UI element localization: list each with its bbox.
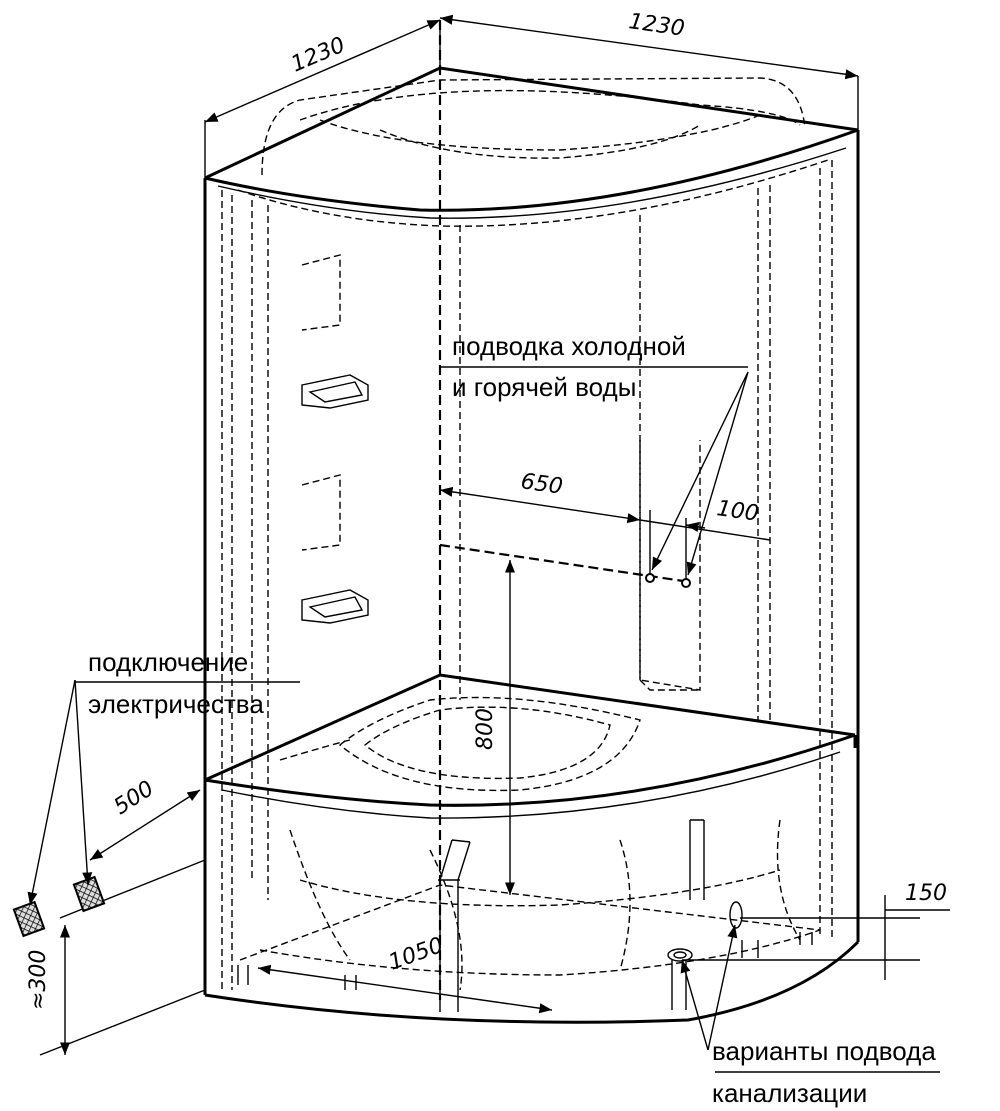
dimension-pipe-offset: 650 100 (439, 469, 771, 585)
dimension-socket-offset-label: 500 (110, 776, 159, 820)
drain-label-line1: варианты подвода (712, 1036, 936, 1066)
electrical-sockets: 500 ≈300 (12, 679, 300, 1056)
cold-water-inlet (645, 573, 655, 583)
electricity-label-line2: электричества (88, 689, 264, 719)
water-supply-label-line1: подводка холодной (452, 331, 686, 361)
water-supply-label-line2: и горячей воды (452, 372, 636, 402)
dimension-pipe-spacing-label: 100 (715, 496, 760, 527)
hot-water-inlet (681, 578, 691, 588)
dimension-drain-offset-label: 150 (905, 881, 947, 906)
electricity-label-line1: подключение (88, 647, 248, 677)
dimension-width-left-label: 1230 (288, 33, 349, 78)
dimension-pipe-height-label: 800 (473, 708, 498, 750)
socket-left-icon (12, 900, 46, 938)
drain-options: 150 (667, 881, 950, 1073)
socket-right-icon (72, 875, 106, 913)
dimension-width-left: 1230 (204, 19, 441, 178)
dimension-pipe-offset-label: 650 (519, 469, 564, 500)
drain-label-line2: канализации (712, 1078, 867, 1108)
dimension-pipe-height: 800 (439, 543, 691, 895)
dimension-width-right: 1230 (439, 9, 859, 130)
drain-side-icon (729, 901, 743, 929)
dimension-width-right-label: 1230 (627, 9, 686, 42)
drain-bottom-icon (667, 948, 693, 962)
dimension-socket-height-label: ≈300 (26, 950, 51, 1010)
cabin-outline (203, 20, 860, 1024)
dimension-tub-depth: 1050 (257, 933, 553, 1014)
